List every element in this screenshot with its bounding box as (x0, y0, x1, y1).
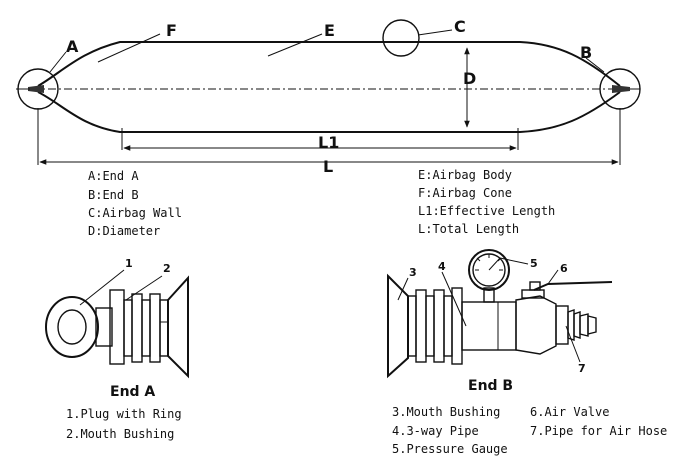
callout-7: 7 (578, 362, 586, 375)
end-a-callouts: 1 2 (79, 257, 171, 306)
end-b-caption: End B (468, 378, 513, 394)
label-a: A (66, 37, 79, 56)
callout-4: 4 (438, 260, 446, 273)
end-b-circle (599, 68, 641, 110)
label-e: E (324, 21, 335, 40)
part-item: 4.3-way Pipe (392, 424, 479, 438)
part-item: 5.Pressure Gauge (392, 442, 508, 456)
label-c: C (454, 17, 466, 36)
label-l1: L1 (318, 133, 339, 152)
part-item: 3.Mouth Bushing (392, 405, 500, 419)
callout-1: 1 (125, 257, 133, 270)
end-a-parts-list: 1.Plug with Ring 2.Mouth Bushing (66, 407, 182, 441)
label-d: D (463, 69, 476, 88)
callout-2: 2 (163, 262, 171, 275)
callout-6: 6 (560, 262, 568, 275)
part-item: 6.Air Valve (530, 405, 609, 419)
label-f: F (166, 21, 177, 40)
part-item: 7.Pipe for Air Hose (530, 424, 667, 438)
legend-item: F:Airbag Cone (418, 186, 512, 200)
legend-item: A:End A (88, 169, 139, 183)
legend-item: B:End B (88, 188, 139, 202)
callout-3: 3 (409, 266, 417, 279)
legend-item: C:Airbag Wall (88, 206, 182, 220)
legend-item: L1:Effective Length (418, 204, 555, 218)
legend-item: L:Total Length (418, 222, 519, 236)
legend-item: D:Diameter (88, 224, 160, 238)
letter-leaders (49, 29, 605, 73)
length-dimensions (37, 108, 621, 165)
end-b-drawing (387, 249, 613, 379)
part-item: 2.Mouth Bushing (66, 427, 174, 441)
end-a-caption: End A (110, 384, 155, 400)
legend-right: E:Airbag Body F:Airbag Cone L1:Effective… (418, 168, 555, 236)
end-a-drawing (45, 275, 189, 379)
label-l: L (323, 157, 333, 176)
part-item: 1.Plug with Ring (66, 407, 182, 421)
legend-item: E:Airbag Body (418, 168, 512, 182)
end-b-callouts: 3 4 5 6 7 (397, 257, 586, 375)
airbag-wall-circle (382, 19, 420, 57)
label-b: B (580, 43, 592, 62)
legend-left: A:End A B:End B C:Airbag Wall D:Diameter (88, 169, 182, 238)
end-b-parts-list: 3.Mouth Bushing 4.3-way Pipe 5.Pressure … (392, 405, 667, 456)
callout-5: 5 (530, 257, 538, 270)
airbag-outline (16, 41, 640, 133)
